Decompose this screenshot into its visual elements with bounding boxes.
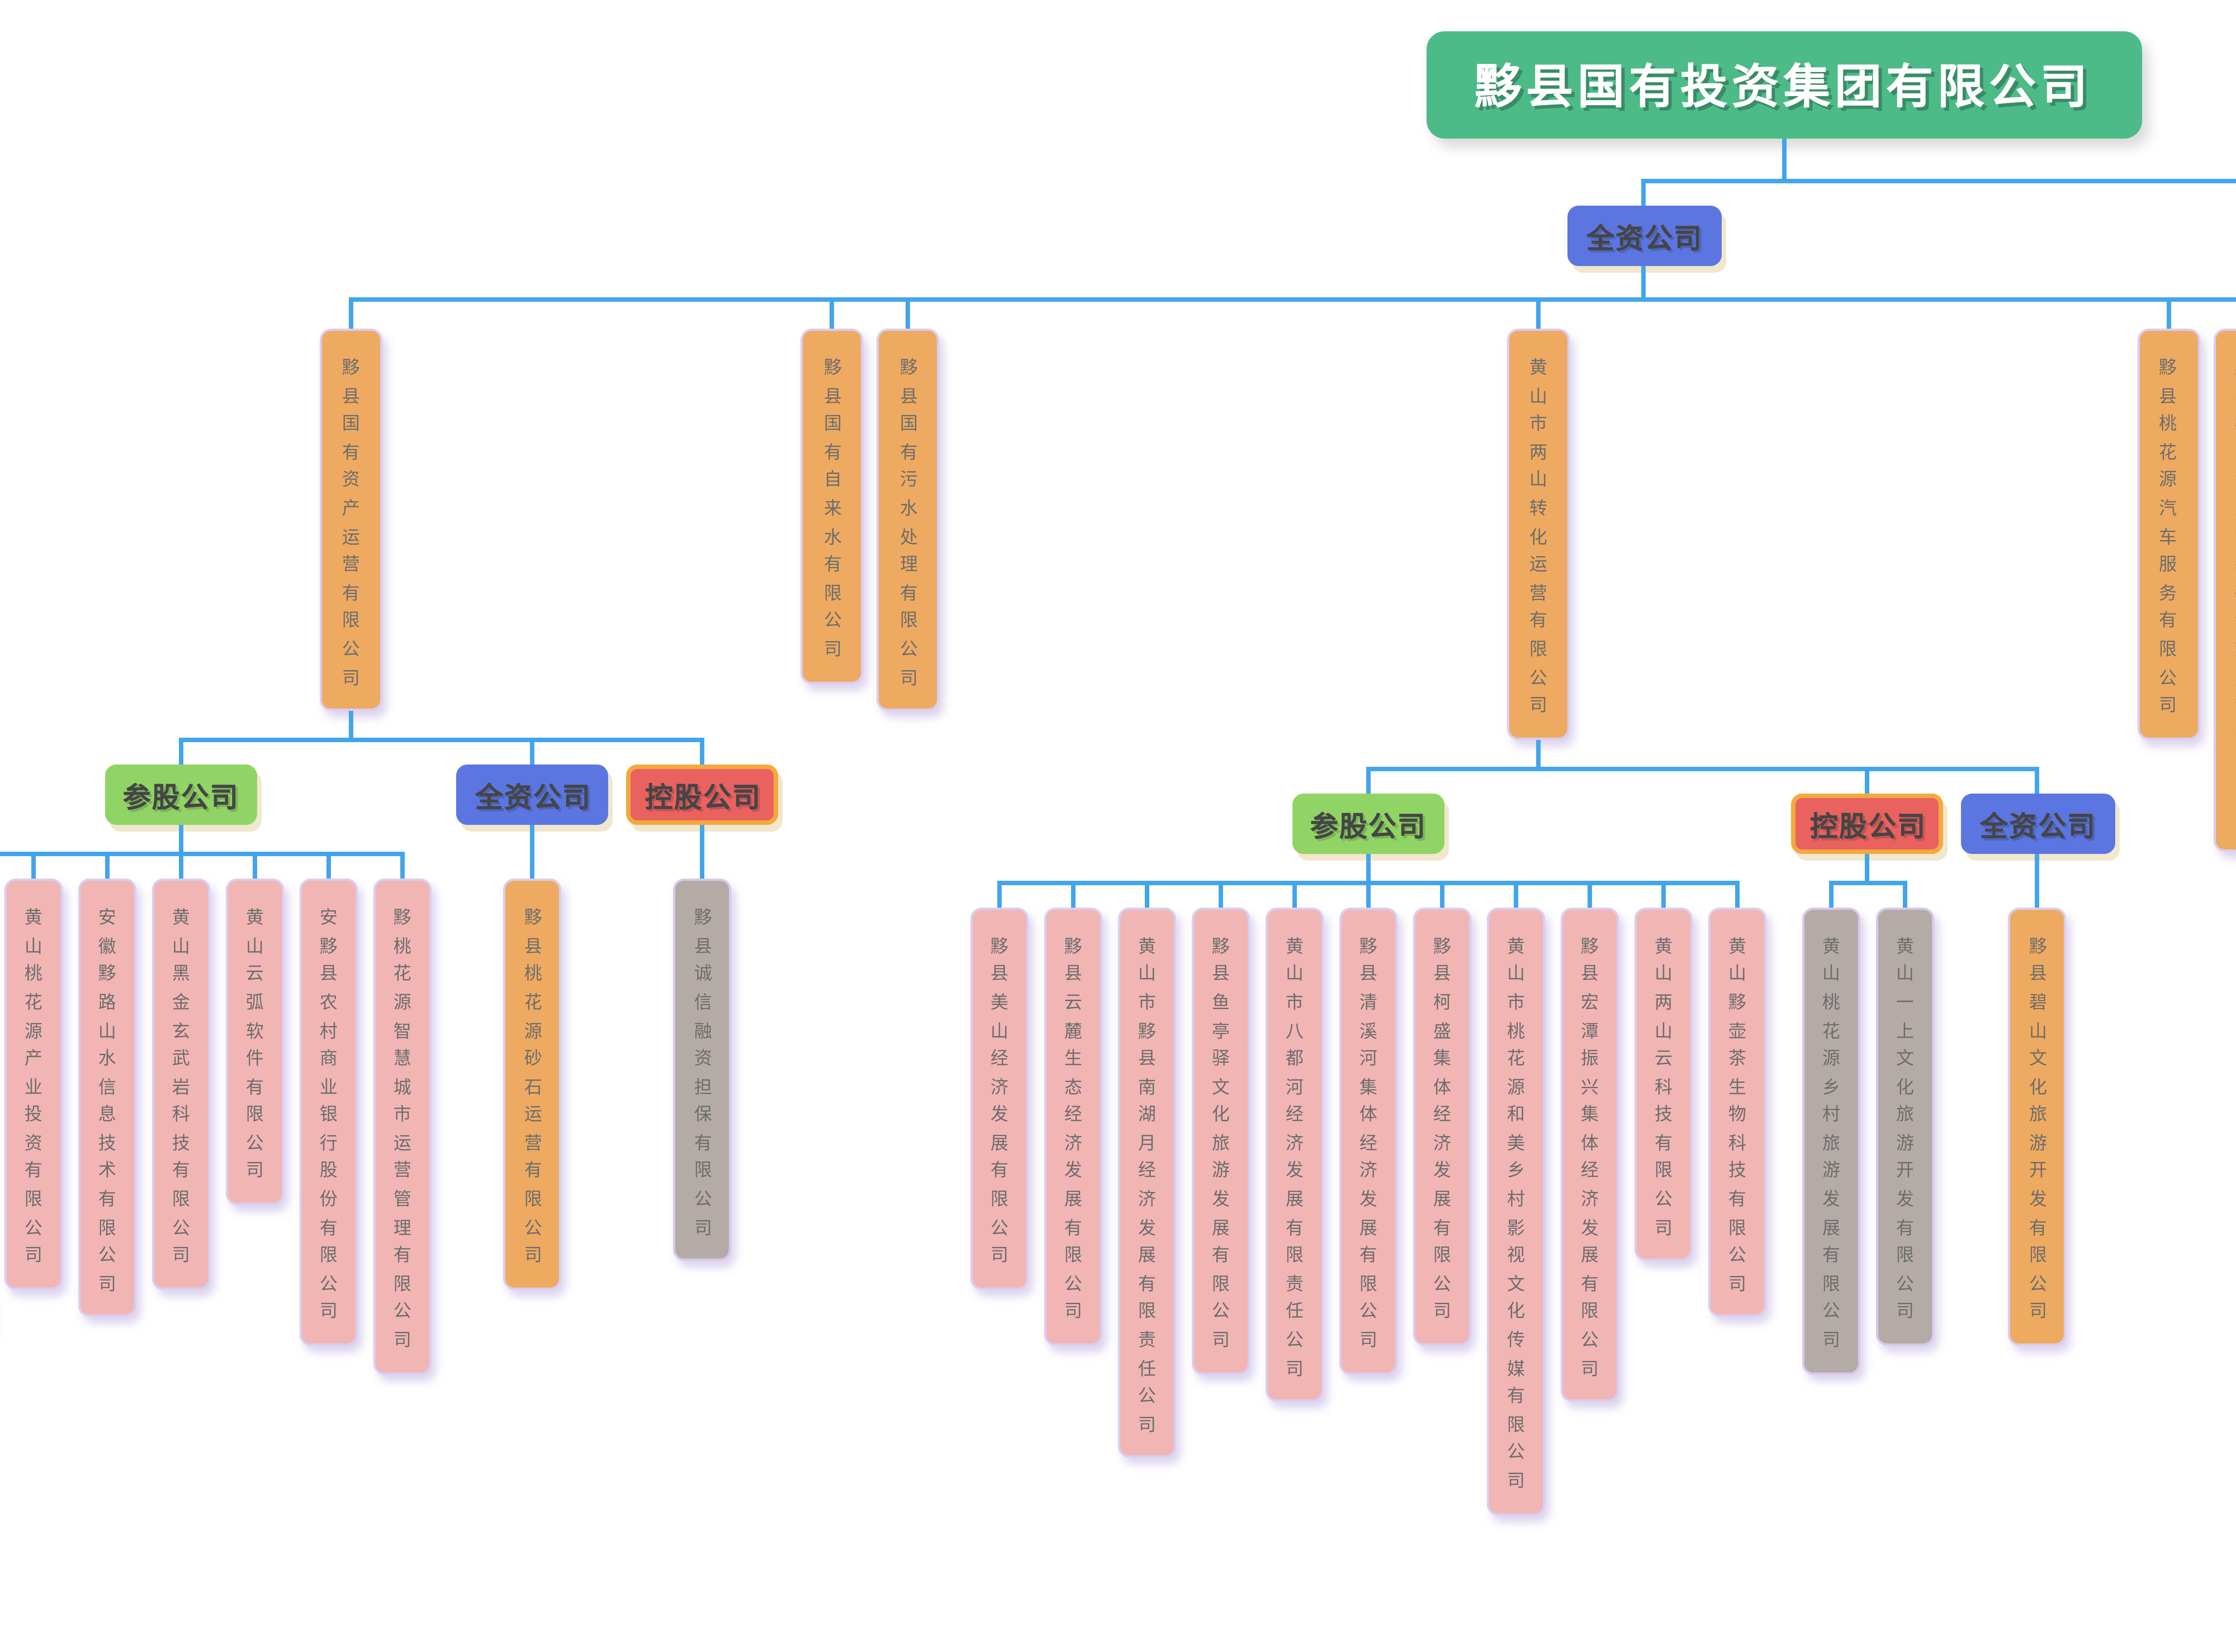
subsidiary-node: 黟 县 碧 山 文 化 旅 游 开 发 有 限 公 司 [2001, 880, 2075, 1346]
subsidiary-box: 黟 县 鱼 亭 驿 文 化 旅 游 发 展 有 限 公 司 [1192, 907, 1250, 1374]
group-label: 全资公司 [457, 765, 609, 825]
subsidiary-node: 黟 县 诚 信 融 资 担 保 有 限 公 司 [666, 852, 740, 1262]
subsidiary-box: 黄 山 市 黟 县 南 湖 月 经 济 发 展 有 限 责 任 公 司 [1118, 907, 1176, 1458]
group-label: 控股公司 [1792, 793, 1944, 853]
ownership-group: 全资公司黟 县 碧 山 文 化 旅 游 开 发 有 限 公 司 [1953, 766, 2123, 1346]
company-box: 黟 县 桃 花 源 生 态 基 础 设 施 建 设 有 限 公 司 [2213, 329, 2236, 852]
subsidiary-node: 黟 桃 花 源 智 慧 城 市 运 营 管 理 有 限 公 司 [365, 852, 439, 1374]
subsidiary-box: 黟 桃 花 源 智 慧 城 市 运 营 管 理 有 限 公 司 [373, 879, 432, 1374]
subsidiary-box: 黟 县 云 麓 生 态 经 济 发 展 有 限 公 司 [1044, 907, 1102, 1346]
company-node: 黟 县 国 有 污 水 处 理 有 限 公 司 [871, 297, 947, 711]
subsidiary-node: 黟 县 桃 花 源 砂 石 运 营 有 限 公 司 [496, 852, 570, 1290]
connector-stub [701, 825, 705, 852]
subsidiary-box: 黟 县 清 溪 河 集 体 经 济 发 展 有 限 公 司 [1339, 907, 1398, 1374]
connector-stub [531, 825, 535, 852]
subsidiary-node: 黄 山 桃 花 源 乡 村 旅 游 发 展 有 限 公 司 [1794, 880, 1868, 1374]
company-node: 黄 山 市 两 山 转 化 运 营 有 限 公 司参股公司黟 县 美 山 经 济… [947, 297, 2130, 1515]
subsidiary-box: 黄 山 云 弧 软 件 有 限 公 司 [226, 879, 284, 1205]
subsidiary-node: 黟 县 柯 盛 集 体 经 济 发 展 有 限 公 司 [1405, 880, 1479, 1346]
subsidiaries-row: 黟 县 诚 信 融 资 担 保 有 限 公 司 [666, 852, 740, 1262]
subsidiary-node: 黄 山 市 八 都 河 经 济 发 展 有 限 责 任 公 司 [1258, 880, 1331, 1403]
ownership-group: 控股公司黄 山 桃 花 源 乡 村 旅 游 发 展 有 限 公 司黄 山 一 上… [1783, 766, 1953, 1374]
subsidiaries-row: 黟 县 桃 花 源 砂 石 运 营 有 限 公 司 [496, 852, 570, 1290]
connector-stub [1536, 739, 1541, 766]
subsidiary-box: 黄 山 桃 花 源 产 业 投 资 有 限 公 司 [4, 879, 63, 1290]
subsidiary-node: 黄 山 黟 壶 茶 生 物 科 技 有 限 公 司 [1700, 880, 1774, 1318]
subsidiary-box: 黄 山 市 八 都 河 经 济 发 展 有 限 责 任 公 司 [1266, 907, 1324, 1403]
root-node: 黟县国有投资集团有限公司 全资公司黟 县 国 有 资 产 运 营 有 限 公 司… [0, 31, 2236, 1515]
subsidiary-node: 安 徽 黟 路 山 水 信 息 技 术 有 限 公 司 [70, 852, 144, 1318]
subsidiary-node: 黄 山 云 弧 软 件 有 限 公 司 [218, 852, 292, 1205]
connector-stub [1366, 853, 1371, 880]
subsidiary-node: 黄 山 黑 金 玄 武 岩 科 技 有 限 公 司 [144, 852, 218, 1290]
subsidiary-node: 黟 县 云 麓 生 态 经 济 发 展 有 限 公 司 [1036, 880, 1110, 1346]
subsidiary-node: 安 黟 县 农 村 商 业 银 行 股 份 有 限 公 司 [292, 852, 365, 1346]
subsidiary-box: 黄 山 黟 壶 茶 生 物 科 技 有 限 公 司 [1708, 907, 1766, 1318]
subsidiaries-row: 黟 县 碧 山 文 化 旅 游 开 发 有 限 公 司 [2001, 880, 2075, 1346]
subsidiaries-row: 黄 山 市 黟 县 全 域 交 通 运 输 有 限 公 司黄 山 桃 花 源 产… [0, 852, 439, 1374]
connector-stub [1866, 853, 1870, 880]
subsidiary-node: 黄 山 一 上 文 化 旅 游 开 发 有 限 公 司 [1868, 880, 1942, 1346]
groups-row: 参股公司黟 县 美 山 经 济 发 展 有 限 公 司黟 县 云 麓 生 态 经… [953, 766, 2123, 1515]
company-box: 黟 县 国 有 自 来 水 有 限 公 司 [801, 329, 864, 683]
root-company-box: 黟县国有投资集团有限公司 [1426, 31, 2141, 139]
subsidiaries-row: 黄 山 桃 花 源 乡 村 旅 游 发 展 有 限 公 司黄 山 一 上 文 化… [1794, 880, 1942, 1374]
subsidiary-node: 黄 山 市 黟 县 南 湖 月 经 济 发 展 有 限 责 任 公 司 [1110, 880, 1184, 1458]
connector-stub [2036, 853, 2040, 880]
company-node: 黟 县 桃 花 源 汽 车 服 务 有 限 公 司 [2130, 297, 2206, 739]
group-label: 参股公司 [1292, 793, 1444, 853]
ownership-group: 参股公司黟 县 美 山 经 济 发 展 有 限 公 司黟 县 云 麓 生 态 经… [953, 766, 1783, 1515]
subsidiary-node: 黟 县 清 溪 河 集 体 经 济 发 展 有 限 公 司 [1331, 880, 1405, 1374]
company-node: 黟 县 桃 花 源 生 态 基 础 设 施 建 设 有 限 公 司 [2206, 297, 2236, 852]
subsidiary-box: 黟 县 桃 花 源 砂 石 运 营 有 限 公 司 [504, 879, 562, 1290]
subsidiary-node: 黄 山 市 桃 花 源 和 美 乡 村 影 视 文 化 传 媒 有 限 公 司 [1479, 880, 1553, 1515]
branch-label: 全资公司 [1568, 206, 1720, 266]
subsidiary-box: 黄 山 两 山 云 科 技 有 限 公 司 [1635, 907, 1693, 1262]
subsidiary-box: 黟 县 宏 潭 振 兴 集 体 经 济 发 展 有 限 公 司 [1561, 907, 1619, 1403]
group-label: 全资公司 [1962, 793, 2114, 853]
connector-stub [1642, 266, 1647, 297]
subsidiary-box: 黄 山 黑 金 玄 武 岩 科 技 有 限 公 司 [152, 879, 210, 1290]
subsidiary-node: 黟 县 鱼 亭 驿 文 化 旅 游 发 展 有 限 公 司 [1184, 880, 1258, 1374]
subsidiary-box: 安 黟 县 农 村 商 业 银 行 股 份 有 限 公 司 [300, 879, 358, 1346]
subsidiary-box: 黟 县 美 山 经 济 发 展 有 限 公 司 [970, 907, 1029, 1290]
subsidiary-box: 黄 山 一 上 文 化 旅 游 开 发 有 限 公 司 [1876, 907, 1934, 1346]
subsidiary-box: 黟 县 诚 信 融 资 担 保 有 限 公 司 [674, 879, 732, 1262]
connector-stub [349, 711, 353, 738]
company-box: 黟 县 国 有 污 水 处 理 有 限 公 司 [877, 329, 940, 711]
connector-stub [1781, 139, 1786, 179]
company-box: 黟 县 国 有 资 产 运 营 有 限 公 司 [320, 329, 382, 711]
subsidiary-box: 黟 县 碧 山 文 化 旅 游 开 发 有 限 公 司 [2009, 907, 2067, 1346]
subsidiary-box: 黟 县 柯 盛 集 体 经 济 发 展 有 限 公 司 [1413, 907, 1471, 1346]
subsidiary-box: 黄 山 桃 花 源 乡 村 旅 游 发 展 有 限 公 司 [1802, 907, 1860, 1374]
company-box: 黟 县 桃 花 源 汽 车 服 务 有 限 公 司 [2137, 329, 2199, 739]
connector-stub [179, 825, 183, 852]
subsidiary-box: 安 徽 黟 路 山 水 信 息 技 术 有 限 公 司 [78, 879, 136, 1318]
company-box: 黄 山 市 两 山 转 化 运 营 有 限 公 司 [1507, 329, 1570, 739]
company-node: 黟 县 国 有 自 来 水 有 限 公 司 [795, 297, 871, 683]
ownership-group: 全资公司黟 县 桃 花 源 砂 石 运 营 有 限 公 司 [448, 738, 618, 1290]
subsidiaries-row: 黟 县 美 山 经 济 发 展 有 限 公 司黟 县 云 麓 生 态 经 济 发… [962, 880, 1774, 1515]
subsidiary-node: 黟 县 宏 潭 振 兴 集 体 经 济 发 展 有 限 公 司 [1553, 880, 1626, 1403]
subsidiary-node: 黄 山 桃 花 源 产 业 投 资 有 限 公 司 [0, 852, 70, 1290]
group-label: 参股公司 [105, 765, 257, 825]
subsidiary-node: 黄 山 两 山 云 科 技 有 限 公 司 [1626, 880, 1700, 1262]
org-chart-canvas: 黟县国有投资集团有限公司 全资公司黟 县 国 有 资 产 运 营 有 限 公 司… [0, 0, 2236, 1515]
subsidiary-box: 黄 山 市 桃 花 源 和 美 乡 村 影 视 文 化 传 媒 有 限 公 司 [1487, 907, 1545, 1515]
subsidiary-node: 黟 县 美 山 经 济 发 展 有 限 公 司 [962, 880, 1036, 1290]
group-label: 控股公司 [627, 765, 779, 825]
ownership-group: 控股公司黟 县 诚 信 融 资 担 保 有 限 公 司 [618, 738, 788, 1262]
